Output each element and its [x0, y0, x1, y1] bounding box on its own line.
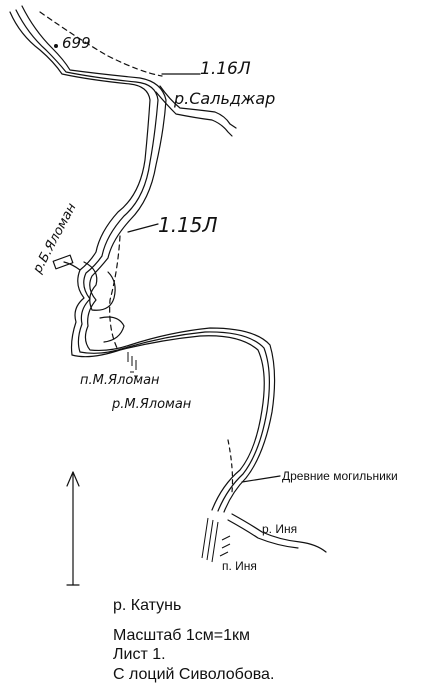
leader-rapid-2: [127, 223, 159, 233]
label-river-inya: р. Иня: [262, 522, 297, 536]
tributary-inya-2: [227, 519, 299, 549]
label-elevation: 699: [62, 34, 91, 52]
river-left-bank: [9, 11, 265, 511]
tributary-inya: [231, 513, 327, 553]
label-ancient-graves: Древние могильники: [282, 469, 398, 483]
label-river-salzhar: р.Сальджар: [173, 89, 275, 108]
legend-river: р. Катунь: [113, 597, 182, 614]
leader-graves: [241, 475, 281, 483]
tributary-b-yaloman: [63, 261, 81, 271]
road-dashed: [39, 11, 163, 77]
label-rapid-2: 1.15Л: [158, 213, 218, 237]
legend-source: С лоций Сиволобова.: [113, 665, 275, 683]
legend-scale: Масштаб 1см=1км: [113, 626, 251, 644]
label-rapid-1: 1.16Л: [200, 59, 251, 79]
label-river-m-yaloman: р.М.Яломан: [111, 397, 192, 412]
label-village-inya: п. Иня: [222, 559, 257, 573]
north-arrow-head: [66, 471, 80, 487]
tributary-salzhar-2: [155, 91, 233, 137]
label-village-m-yaloman: п.М.Яломан: [80, 373, 160, 388]
river-meander-inner: [99, 316, 125, 343]
map-legend: р. Катунь Масштаб 1см=1км Лист 1. С лоци…: [113, 596, 274, 684]
legend-sheet: Лист 1.: [113, 646, 166, 663]
bridge-marker: [52, 254, 74, 270]
road-dashed-3: [227, 439, 234, 493]
settlement-m-yaloman: [127, 352, 138, 377]
settlement-inya: [201, 517, 231, 563]
elevation-point: [54, 44, 58, 48]
river-channel-line: [15, 9, 270, 512]
tributary-salzhar: [159, 85, 237, 129]
river-meander: [83, 261, 116, 311]
road-dashed-2: [109, 235, 121, 351]
